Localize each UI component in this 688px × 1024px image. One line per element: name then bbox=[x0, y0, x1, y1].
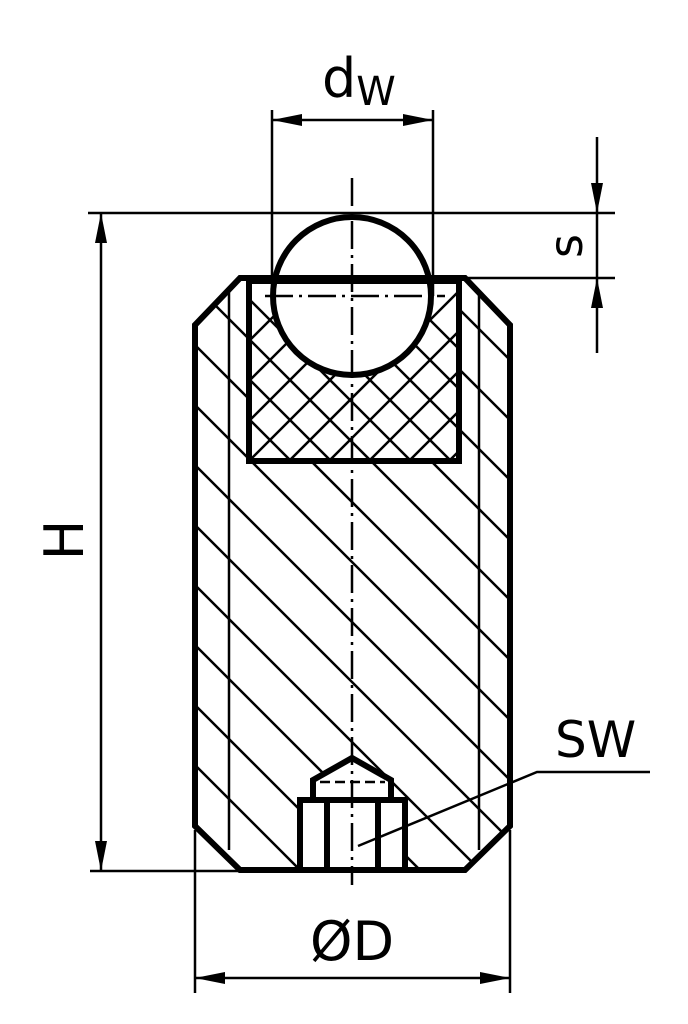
dimension-h: H bbox=[33, 213, 240, 873]
dimension-s: s bbox=[88, 137, 615, 353]
label-dw: dW bbox=[322, 47, 396, 115]
label-od: ØD bbox=[310, 910, 394, 973]
dimension-od: ØD bbox=[193, 830, 512, 993]
label-sw: SW bbox=[555, 711, 636, 769]
body-outline bbox=[192, 275, 513, 873]
dimension-dw: dW bbox=[270, 47, 435, 296]
label-s: s bbox=[539, 234, 593, 258]
insert-outline bbox=[246, 278, 462, 464]
leader-sw: SW bbox=[357, 711, 650, 848]
label-h: H bbox=[33, 520, 96, 561]
